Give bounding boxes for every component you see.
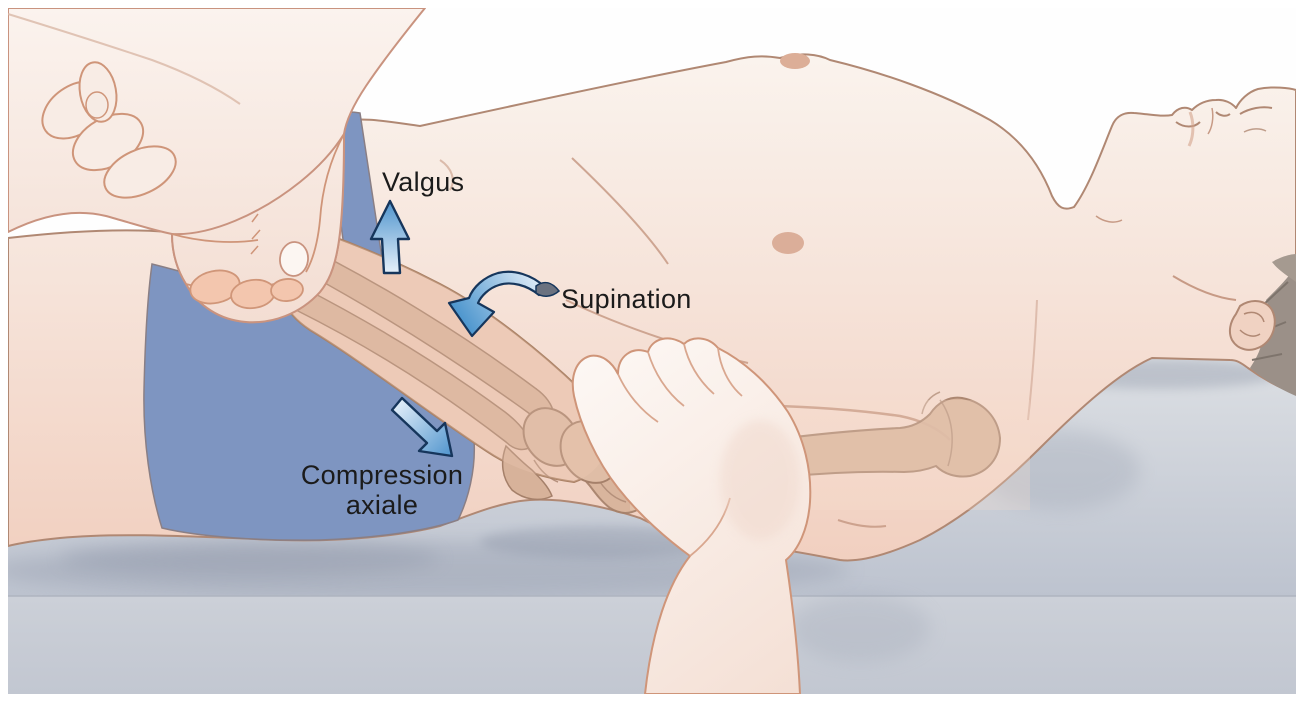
nipple <box>772 232 804 254</box>
compression-label-line2: axiale <box>345 490 419 520</box>
supination-arrow-icon <box>447 270 561 338</box>
supination-label: Supination <box>561 284 692 314</box>
patient-curled-fingers <box>41 61 177 199</box>
ear <box>1228 300 1276 351</box>
valgus-arrow-icon <box>369 199 411 275</box>
examiner-forearm-crease <box>7 13 241 105</box>
supination-arrow-tail <box>535 281 561 297</box>
patient-forearm <box>282 224 621 501</box>
patient-thumbnail <box>85 91 109 119</box>
examiner-thumbnail <box>279 241 309 277</box>
examiner-hand-wrist <box>7 7 426 324</box>
patient-fingertips <box>189 269 304 310</box>
examiner-hand-elbow <box>571 337 812 695</box>
compression-label-line1: Compression <box>300 460 464 490</box>
compression-axiale-label: Compression axiale <box>272 460 492 520</box>
face-lines <box>1095 106 1273 301</box>
nipple-far <box>780 53 810 69</box>
patient-head <box>1095 106 1296 396</box>
valgus-label: Valgus <box>382 167 465 197</box>
axial-compression-arrow-icon <box>390 396 454 458</box>
